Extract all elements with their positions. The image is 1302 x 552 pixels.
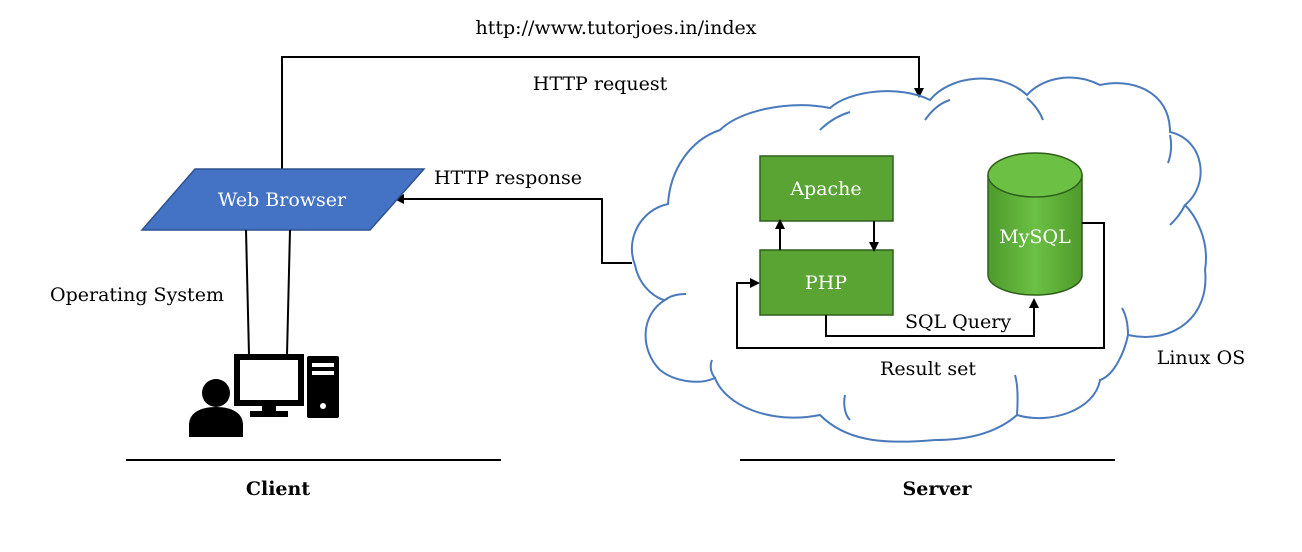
browser-link-left [245, 229, 250, 356]
linux-os-label: Linux OS [1157, 347, 1246, 369]
sql-query-label: SQL Query [905, 311, 1011, 333]
mysql-label: MySQL [999, 226, 1071, 248]
user-computer-icon [189, 354, 339, 437]
sql-query-arrow [825, 298, 1039, 337]
server-cloud [630, 76, 1207, 443]
web-browser-label: Web Browser [218, 189, 347, 211]
client-label: Client [246, 478, 310, 500]
web-browser-shape [140, 168, 426, 231]
mysql-database [987, 152, 1083, 296]
result-set-label: Result set [880, 358, 976, 380]
browser-link-right [286, 229, 291, 356]
http-response-arrow [394, 194, 632, 264]
php-box [759, 249, 894, 316]
url-label: http://www.tutorjoes.in/index [476, 17, 757, 39]
http-request-arrow [281, 56, 924, 170]
http-response-label: HTTP response [434, 167, 582, 189]
operating-system-label: Operating System [50, 284, 224, 306]
apache-label: Apache [789, 178, 861, 200]
server-label: Server [903, 478, 973, 500]
apache-box [759, 155, 894, 222]
php-label: PHP [805, 272, 847, 294]
result-set-arrow [736, 222, 1105, 349]
http-request-label: HTTP request [533, 73, 668, 95]
